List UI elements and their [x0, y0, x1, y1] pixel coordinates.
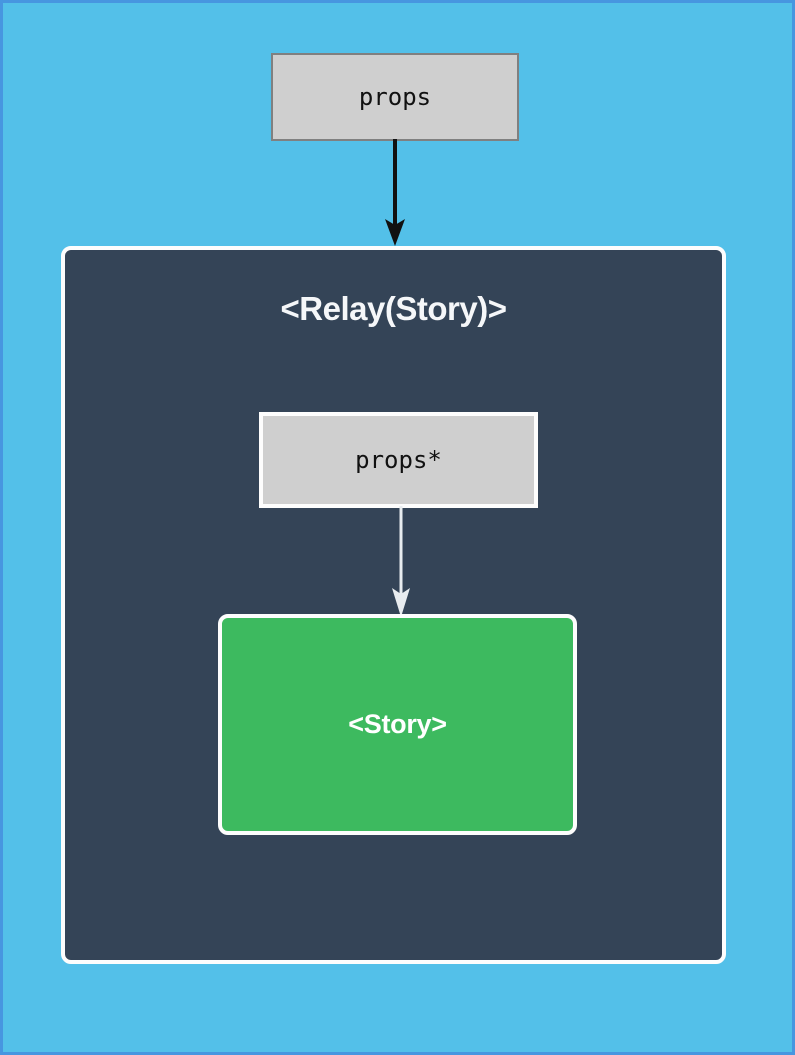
props-star-to-story-arrow	[392, 506, 410, 617]
node-props-label: props	[358, 83, 432, 111]
node-story-label: <Story>	[348, 709, 447, 739]
node-relay-story-container: <Relay(Story)> props* <Story>	[61, 246, 726, 964]
props-to-relay-arrow	[385, 139, 405, 246]
node-props-star-label: props*	[355, 446, 442, 474]
node-props: props	[271, 53, 519, 141]
node-props-star: props*	[259, 412, 538, 508]
relay-story-title: <Relay(Story)>	[280, 290, 507, 327]
node-story: <Story>	[218, 614, 577, 835]
